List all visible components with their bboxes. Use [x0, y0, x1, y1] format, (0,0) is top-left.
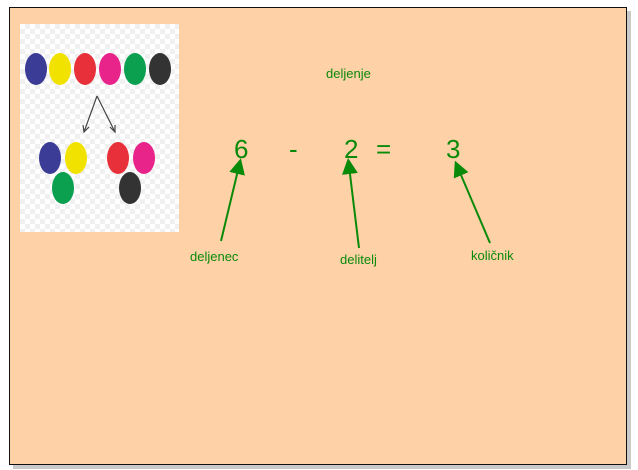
quotient-number: 3	[446, 134, 461, 164]
divisor-arrow	[342, 158, 360, 249]
dot-yellow-icon	[49, 53, 71, 85]
divisor-number: 2	[344, 134, 359, 164]
dividend-label: deljenec	[190, 249, 239, 264]
dot-green-icon	[52, 172, 74, 204]
split-arrows-icon	[82, 95, 116, 134]
quotient-arrow	[453, 160, 491, 244]
divisor-label: delitelj	[340, 252, 377, 267]
quotient-label: količnik	[471, 248, 514, 263]
dot-pink-icon	[133, 142, 155, 174]
dot-pink-icon	[99, 53, 121, 85]
slide-title: deljenje	[326, 66, 371, 81]
dot-blue-icon	[25, 53, 47, 85]
operator-sign: -	[289, 134, 298, 164]
dividend-arrow	[220, 158, 245, 242]
dot-yellow-icon	[65, 142, 87, 174]
dot-blue-icon	[39, 142, 61, 174]
equals-sign: =	[376, 134, 392, 164]
dot-red-icon	[74, 53, 96, 85]
dot-red-icon	[107, 142, 129, 174]
dividend-number: 6	[234, 134, 249, 164]
dot-green-icon	[124, 53, 146, 85]
colored-dots-division-picture	[20, 24, 179, 232]
dot-black-icon	[149, 53, 171, 85]
dot-black-icon	[119, 172, 141, 204]
